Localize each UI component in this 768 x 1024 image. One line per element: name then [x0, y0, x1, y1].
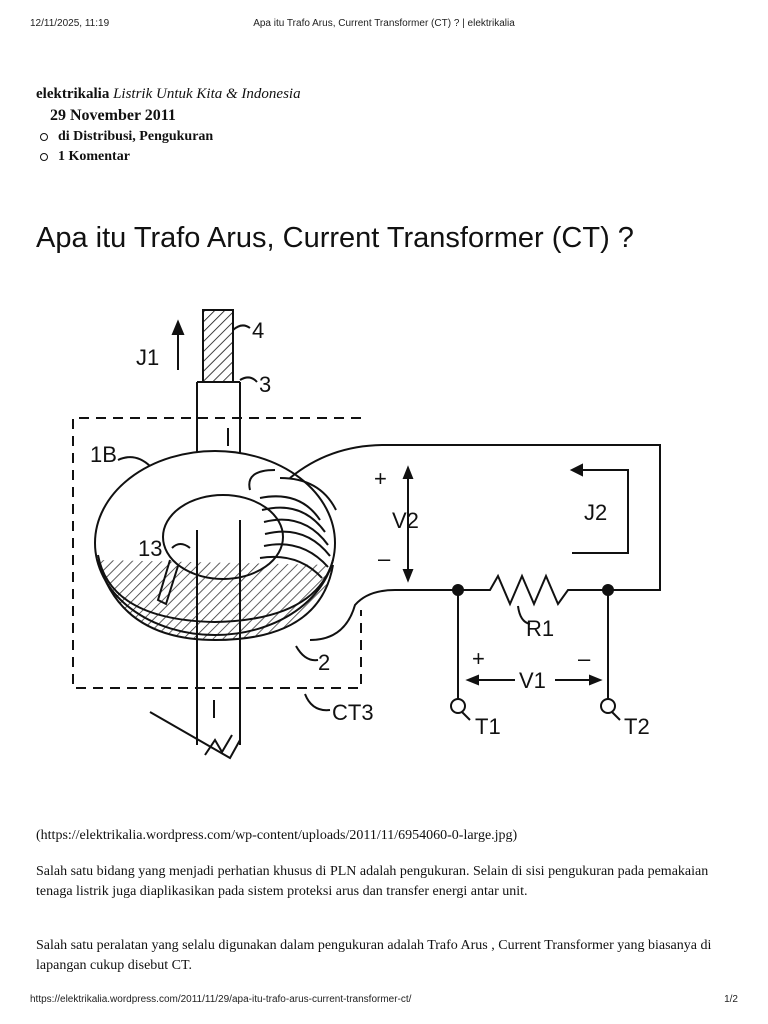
ct-diagram: J1 4 3 1B 13 2 CT3 + V2 – J2 R1 + – V1 T… — [72, 309, 661, 760]
print-page-title: Apa itu Trafo Arus, Current Transformer … — [253, 18, 515, 29]
site-header: elektrikalia Listrik Untuk Kita & Indone… — [36, 86, 301, 103]
conductor-4 — [202, 309, 234, 383]
print-page-number: 1/2 — [724, 994, 738, 1005]
figure-caption-link[interactable]: (https://elektrikalia.wordpress.com/wp-c… — [36, 828, 518, 843]
body-paragraph-1: Salah satu bidang yang menjadi perhatian… — [36, 864, 709, 899]
item-13 — [156, 559, 179, 606]
label-j2: J2 — [584, 500, 607, 525]
label-v1: V1 — [519, 668, 546, 693]
label-minus-v2: – — [378, 546, 391, 571]
print-footer-url: https://elektrikalia.wordpress.com/2011/… — [30, 994, 412, 1005]
label-13: 13 — [138, 536, 162, 561]
j2-arrow — [572, 469, 629, 554]
label-t1: T1 — [475, 714, 501, 739]
terminal-t2 — [600, 698, 616, 714]
label-1b: 1B — [90, 442, 117, 467]
ct3-enclosure — [72, 417, 362, 689]
site-tagline: Listrik Untuk Kita & Indonesia — [113, 86, 301, 102]
post-meta-list: di Distribusi, Pengukuran 1 Komentar — [36, 127, 213, 167]
post-comments-link[interactable]: 1 Komentar — [36, 147, 213, 167]
label-2: 2 — [318, 650, 330, 675]
print-datetime: 12/11/2025, 11:19 — [30, 18, 110, 29]
post-date[interactable]: 29 November 2011 — [50, 107, 176, 124]
label-v2: V2 — [392, 508, 419, 533]
winding-2 — [248, 469, 337, 579]
site-name-link[interactable]: elektrikalia — [36, 86, 110, 102]
label-4: 4 — [252, 318, 264, 343]
label-plus-v1: + — [472, 646, 485, 671]
post-categories-link[interactable]: di Distribusi, Pengukuran — [36, 127, 213, 147]
label-minus-v1: – — [578, 646, 591, 671]
label-r1: R1 — [526, 616, 554, 641]
label-ct3: CT3 — [332, 700, 374, 725]
body-paragraph-2: Salah satu peralatan yang selalu digunak… — [36, 938, 712, 973]
label-plus-v2: + — [374, 466, 387, 491]
label-3: 3 — [259, 372, 271, 397]
secondary-lead-bottom — [309, 589, 490, 641]
label-j1: J1 — [136, 345, 159, 370]
label-t2: T2 — [624, 714, 650, 739]
secondary-lead-top — [289, 444, 661, 591]
resistor-r1 — [458, 573, 608, 607]
post-title: Apa itu Trafo Arus, Current Transformer … — [36, 222, 634, 254]
terminal-t1 — [450, 698, 466, 714]
